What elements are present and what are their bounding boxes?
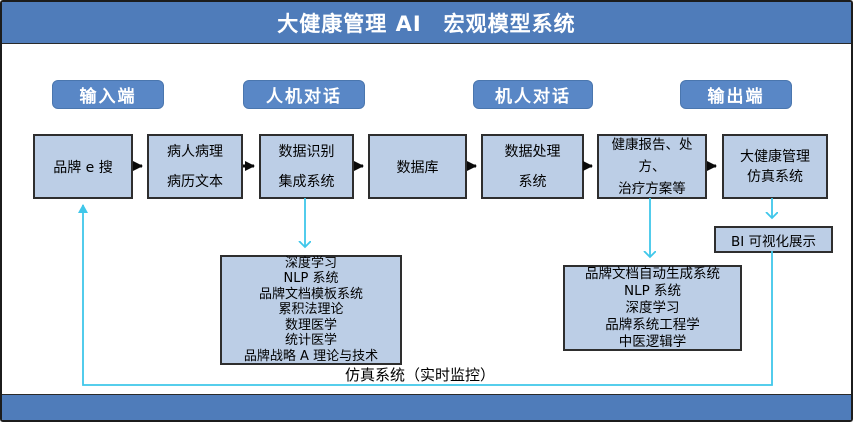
stage-pill-label: 输入端 xyxy=(79,87,137,107)
flow-box-line: 数据识别 xyxy=(278,143,335,160)
stage-pill-output: 输出端 xyxy=(680,80,792,109)
flow-box-line: 数据处理 xyxy=(504,143,561,160)
flow-box-data-processing-system: 数据处理 系统 xyxy=(481,134,584,199)
stack-line: 数理医学 xyxy=(284,317,337,333)
flow-box-line: 品牌 e 搜 xyxy=(53,159,113,176)
bottom-banner xyxy=(2,394,851,420)
stack-line: 品牌战略 A 理论与技术 xyxy=(243,348,379,364)
stage-pill-machine-human-dialogue: 机人对话 xyxy=(473,80,593,109)
title-banner: 大健康管理 AI 宏观模型系统 xyxy=(2,2,851,44)
detail-box-doc-generation-stack: 品牌文档自动生成系统 NLP 系统 深度学习 品牌系统工程学 中医逻辑学 xyxy=(563,265,742,351)
flow-box-line: 仿真系统 xyxy=(747,168,803,185)
stage-pill-input: 输入端 xyxy=(52,80,164,109)
stack-line: NLP 系统 xyxy=(283,271,339,287)
detail-box-analysis-stack: 深度学习 NLP 系统 品牌文档模板系统 累积法理论 数理医学 统计医学 品牌战… xyxy=(220,255,402,365)
stack-line: NLP 系统 xyxy=(623,282,682,299)
stack-line: 深度学习 xyxy=(284,255,337,271)
bi-box-label: BI 可视化展示 xyxy=(730,233,817,250)
stack-line: 品牌系统工程学 xyxy=(605,316,700,333)
flow-box-data-recognition-integration: 数据识别 集成系统 xyxy=(259,134,354,199)
bi-visualization-box: BI 可视化展示 xyxy=(714,226,833,253)
flow-box-line: 集成系统 xyxy=(278,173,335,190)
stack-line: 中医逻辑学 xyxy=(618,333,687,350)
flow-box-line: 病历文本 xyxy=(167,173,223,190)
flow-box-line: 健康报告、处方、 xyxy=(611,136,693,175)
flow-box-line: 治疗方案等 xyxy=(618,180,686,197)
page-title: 大健康管理 AI 宏观模型系统 xyxy=(277,11,576,36)
flow-box-line: 病人病理 xyxy=(167,143,223,160)
flow-box-database: 数据库 xyxy=(368,134,467,199)
flow-box-line: 数据库 xyxy=(396,159,439,176)
stack-line: 深度学习 xyxy=(625,299,680,316)
stack-line: 累积法理论 xyxy=(278,302,344,318)
feedback-loop-label: 仿真系统（实时监控） xyxy=(345,366,496,384)
stack-line: 品牌文档自动生成系统 xyxy=(585,265,720,282)
flow-box-health-simulation-system: 大健康管理 仿真系统 xyxy=(722,134,828,199)
flow-box-brand-e-search: 品牌 e 搜 xyxy=(33,134,133,199)
flow-box-patient-pathology-text: 病人病理 病历文本 xyxy=(147,134,243,199)
stack-line: 统计医学 xyxy=(284,333,337,349)
stack-line: 品牌文档模板系统 xyxy=(258,286,363,302)
flow-box-health-report-prescription: 健康报告、处方、 治疗方案等 xyxy=(597,134,707,199)
stage-pill-label: 机人对话 xyxy=(495,87,571,107)
stage-pill-label: 输出端 xyxy=(707,87,765,107)
stage-pill-label: 人机对话 xyxy=(266,87,342,107)
flow-box-line: 系统 xyxy=(518,173,547,190)
flow-box-line: 大健康管理 xyxy=(740,148,810,165)
stage-pill-human-machine-dialogue: 人机对话 xyxy=(243,80,365,109)
